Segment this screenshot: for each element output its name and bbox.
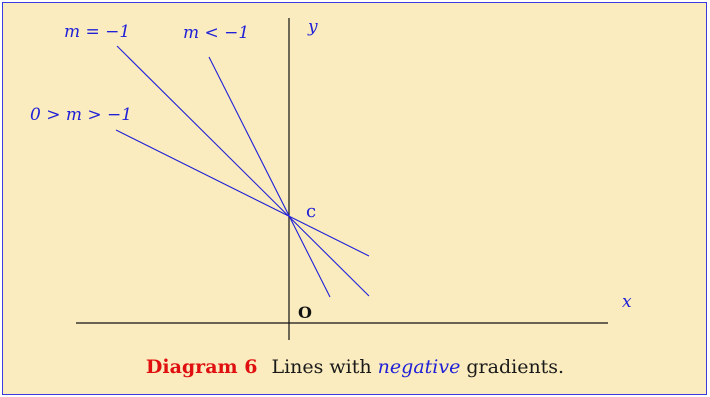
- line-m-less-than-minus-one: [208, 56, 331, 298]
- label-m-less-than-minus-one: m < −1: [183, 23, 249, 43]
- intercept-label: c: [306, 201, 316, 222]
- caption-text-before: Lines with: [271, 356, 378, 378]
- diagram-caption: Diagram 6 Lines with negative gradients.: [0, 356, 710, 378]
- line-m-between-zero-and-minus-one: [115, 129, 370, 257]
- label-m-equal-minus-one: m = −1: [64, 22, 130, 42]
- caption-text-after: gradients.: [460, 356, 565, 378]
- label-m-between-zero-and-minus-one: 0 > m > −1: [30, 105, 132, 125]
- line-m-equal-minus-one: [116, 45, 370, 297]
- x-axis-label: x: [622, 292, 632, 312]
- caption-emphasis: negative: [377, 356, 461, 378]
- origin-label: O: [298, 303, 312, 322]
- y-axis-label: y: [307, 17, 318, 37]
- caption-number: Diagram 6: [145, 356, 258, 378]
